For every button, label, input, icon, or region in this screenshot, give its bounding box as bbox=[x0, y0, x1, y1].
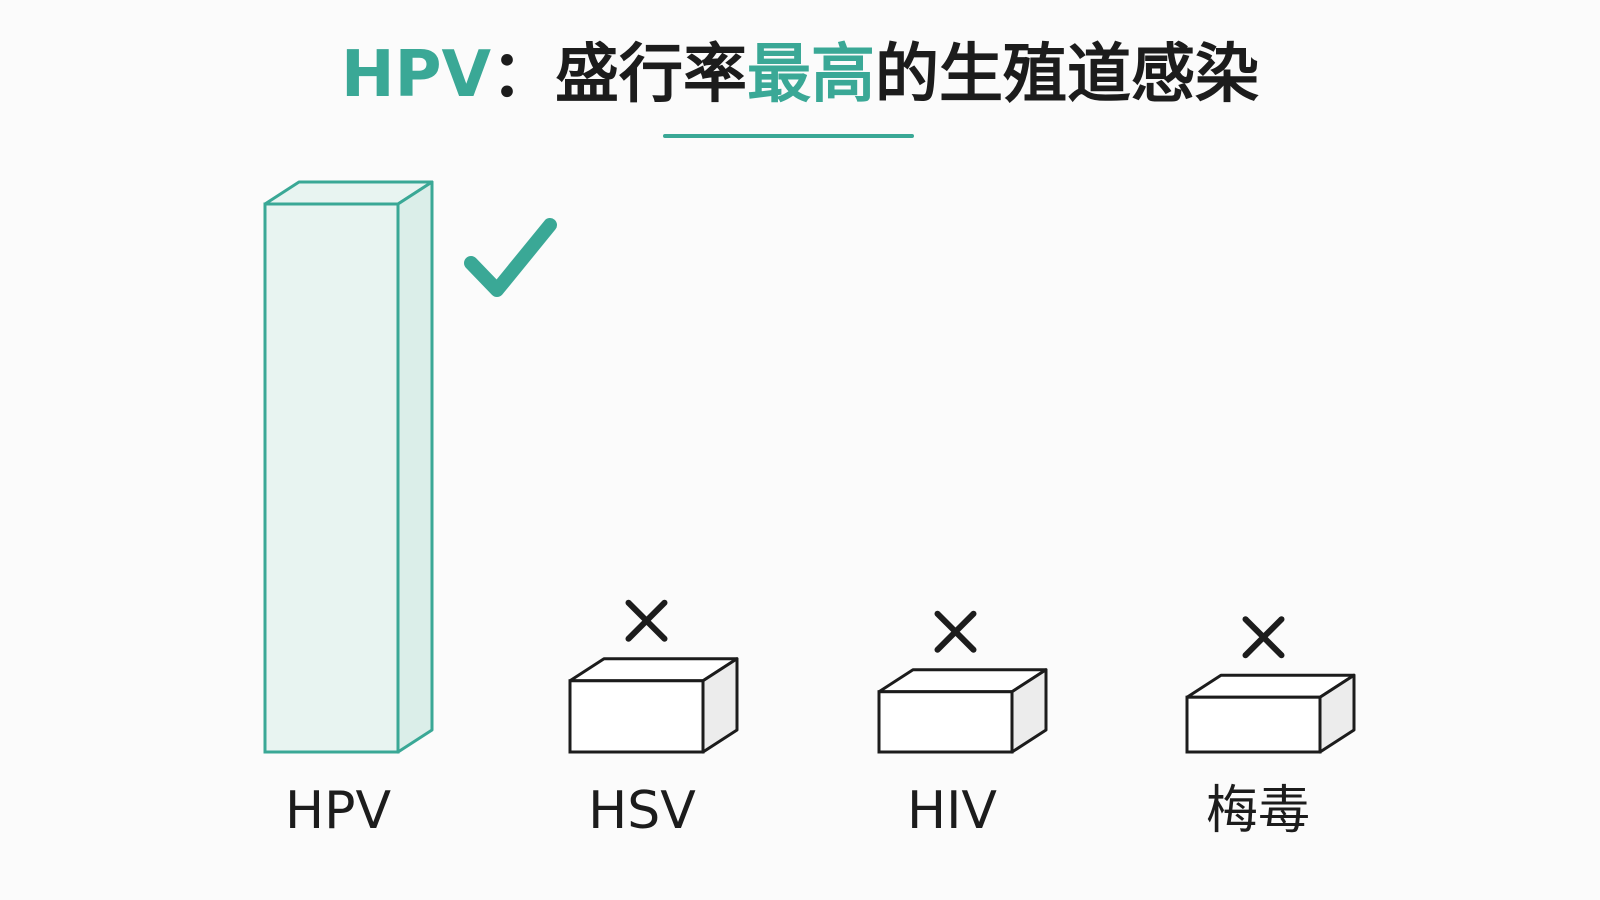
bars-layer: HPV HSV HIV 梅毒 bbox=[263, 180, 1356, 841]
bar-group-3: 梅毒 bbox=[1185, 616, 1356, 841]
bar-3 bbox=[1185, 695, 1322, 754]
category-label-3: 梅毒 bbox=[1206, 781, 1310, 841]
cross-icon bbox=[934, 610, 977, 653]
category-label-2: HIV bbox=[907, 781, 997, 841]
title-part-infection: 的生殖道感染 bbox=[875, 38, 1259, 112]
cross-stroke bbox=[1242, 616, 1285, 659]
title-part-highest: 最高 bbox=[747, 38, 875, 112]
cross-icon bbox=[1242, 616, 1285, 659]
cross-stroke bbox=[934, 610, 977, 653]
chart-title: HPV：盛行率最高的生殖道感染 bbox=[341, 38, 1259, 112]
bar-group-1: HSV bbox=[568, 599, 739, 841]
cross-stroke bbox=[625, 599, 668, 642]
bar-1 bbox=[568, 679, 705, 754]
bar-2 bbox=[877, 690, 1014, 754]
title-part-hpv: HPV bbox=[341, 38, 491, 112]
bar-side-face bbox=[396, 180, 434, 754]
bar-group-2: HIV bbox=[877, 610, 1048, 841]
bar-group-0: HPV bbox=[263, 180, 557, 841]
check-icon bbox=[464, 218, 557, 297]
cross-icon bbox=[625, 599, 668, 642]
title-part-prevalence: ：盛行率 bbox=[491, 38, 747, 112]
category-label-1: HSV bbox=[588, 781, 696, 841]
category-label-0: HPV bbox=[285, 781, 391, 841]
bar-0 bbox=[263, 202, 400, 754]
